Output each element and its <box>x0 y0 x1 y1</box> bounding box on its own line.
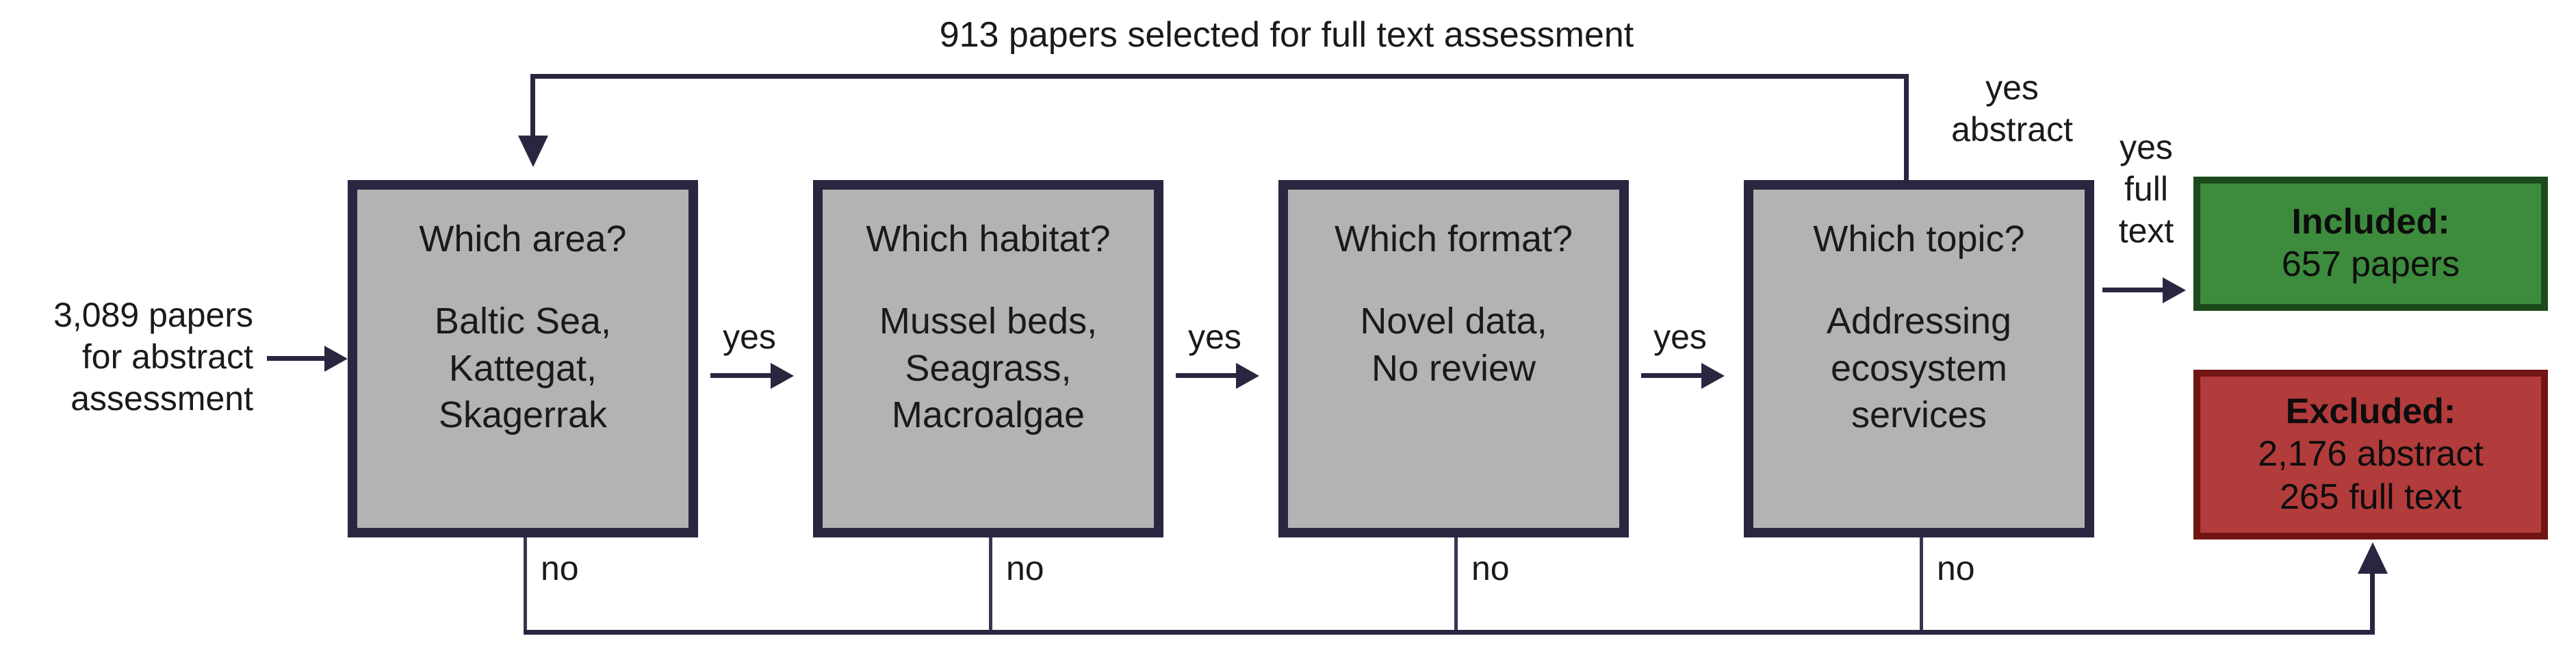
yes-arrow-line-2 <box>1176 373 1239 378</box>
loop-arrow-down-icon <box>518 136 548 167</box>
included-detail: 657 papers <box>2281 244 2460 285</box>
decision-title-area: Which area? <box>419 218 627 259</box>
no-drop-line-1 <box>524 537 527 633</box>
decision-criteria-format: Novel data, No review <box>1360 301 1547 389</box>
yes-label-2: yes <box>1188 318 1241 356</box>
decision-criteria-habitat: Mussel beds, Seagrass, Macroalgae <box>879 301 1098 435</box>
yes-abstract-label: yes abstract <box>1951 68 2073 149</box>
decision-criteria-topic: Addressing ecosystem services <box>1826 301 2012 435</box>
decision-criteria-area: Baltic Sea, Kattegat, Skagerrak <box>434 301 612 435</box>
excluded-title: Excluded: <box>2285 391 2456 431</box>
no-horizontal-rail <box>524 630 2375 635</box>
no-label-3: no <box>1471 549 1510 587</box>
yes-label-3: yes <box>1653 318 1707 356</box>
decision-title-format: Which format? <box>1334 218 1573 259</box>
decision-box-area[interactable]: Which area? Baltic Sea, Kattegat, Skager… <box>348 180 698 537</box>
decision-box-topic[interactable]: Which topic? Addressing ecosystem servic… <box>1744 180 2094 537</box>
no-label-1: no <box>541 549 579 587</box>
no-drop-line-4 <box>1920 537 1923 633</box>
decision-box-format[interactable]: Which format? Novel data, No review <box>1278 180 1629 537</box>
loop-horizontal-line <box>530 74 1909 79</box>
yes-arrow-icon-3 <box>1701 363 1725 389</box>
no-drop-line-2 <box>989 537 992 633</box>
outcome-box-excluded[interactable]: Excluded: 2,176 abstract 265 full text <box>2193 370 2548 540</box>
input-arrow-icon <box>324 346 348 372</box>
decision-box-habitat[interactable]: Which habitat? Mussel beds, Seagrass, Ma… <box>813 180 1163 537</box>
loop-right-riser <box>1904 74 1909 180</box>
included-title: Included: <box>2291 202 2450 242</box>
included-arrow-line <box>2102 288 2165 292</box>
no-label-4: no <box>1937 549 1975 587</box>
yes-arrow-icon-2 <box>1236 363 1259 389</box>
yes-label-1: yes <box>723 318 776 356</box>
yes-arrow-line-3 <box>1641 373 1704 378</box>
input-label: 3,089 papers for abstract assessment <box>53 296 253 418</box>
excluded-arrow-up-icon <box>2358 542 2388 574</box>
yes-arrow-line-1 <box>710 373 773 378</box>
yes-arrow-icon-1 <box>771 363 794 389</box>
excluded-detail: 2,176 abstract 265 full text <box>2258 434 2484 517</box>
decision-title-topic: Which topic? <box>1813 218 2025 259</box>
decision-title-habitat: Which habitat? <box>866 218 1111 259</box>
no-label-2: no <box>1006 549 1044 587</box>
no-drop-line-3 <box>1454 537 1458 633</box>
loop-label: 913 papers selected for full text assess… <box>939 15 1634 55</box>
outcome-box-included[interactable]: Included: 657 papers <box>2193 177 2548 311</box>
input-arrow-line <box>267 356 327 361</box>
loop-left-descender <box>530 74 535 142</box>
excluded-riser-line <box>2370 574 2375 633</box>
included-arrow-icon <box>2163 277 2186 303</box>
yes-full-text-label: yes full text <box>2118 128 2174 250</box>
